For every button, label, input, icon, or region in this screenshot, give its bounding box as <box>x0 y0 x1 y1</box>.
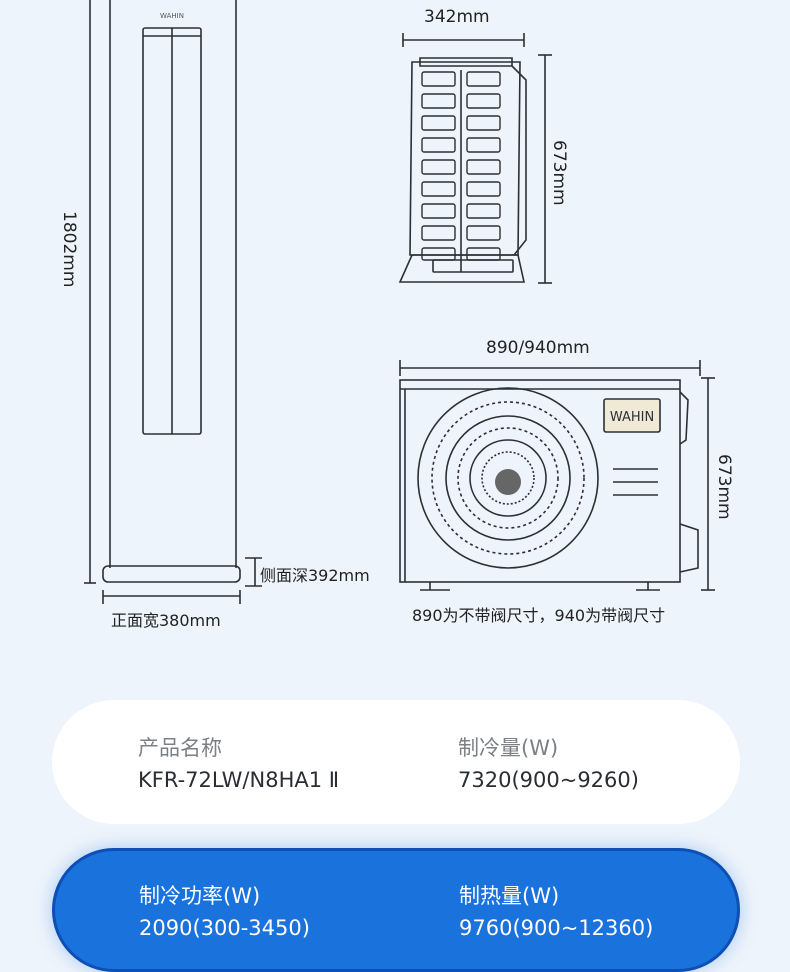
indoor-unit-drawing: WAHIN <box>102 0 241 583</box>
cooling-capacity-value: 7320(900~9260) <box>458 768 639 792</box>
outdoor-side-drawing <box>398 33 552 284</box>
spec-card-primary: 产品名称 KFR-72LW/N8HA1 Ⅱ 制冷量(W) 7320(900~92… <box>52 700 740 824</box>
svg-text:WAHIN: WAHIN <box>610 410 654 425</box>
cooling-capacity-label: 制冷量(W) <box>458 736 559 760</box>
heating-capacity-value: 9760(900~12360) <box>459 916 654 940</box>
outdoor-front-height-label: 673mm <box>714 454 734 520</box>
outdoor-front-drawing: WAHIN <box>399 360 715 591</box>
indoor-height-dimension <box>84 0 96 584</box>
dimension-diagram: WAHIN <box>84 0 715 604</box>
spec-card-highlight: 制冷功率(W) 2090(300-3450) 制热量(W) 9760(900~1… <box>52 848 740 972</box>
indoor-depth-label: 侧面深392mm <box>260 566 370 585</box>
cooling-power-value: 2090(300-3450) <box>139 916 310 940</box>
heating-capacity-label: 制热量(W) <box>459 884 560 908</box>
indoor-width-label: 正面宽380mm <box>111 611 221 630</box>
product-name-value: KFR-72LW/N8HA1 Ⅱ <box>138 768 340 792</box>
outdoor-side-height-label: 673mm <box>549 140 569 206</box>
cooling-power-label: 制冷功率(W) <box>139 884 261 908</box>
outdoor-front-note: 890为不带阀尺寸，940为带阀尺寸 <box>412 606 666 625</box>
indoor-height-label: 1802mm <box>59 211 79 288</box>
outdoor-side-width-label: 342mm <box>424 7 490 27</box>
product-name-label: 产品名称 <box>138 736 222 760</box>
outdoor-front-width-label: 890/940mm <box>486 338 590 358</box>
svg-text:WAHIN: WAHIN <box>160 12 184 20</box>
indoor-depth-dimension <box>245 557 262 587</box>
indoor-width-dimension <box>102 590 241 604</box>
